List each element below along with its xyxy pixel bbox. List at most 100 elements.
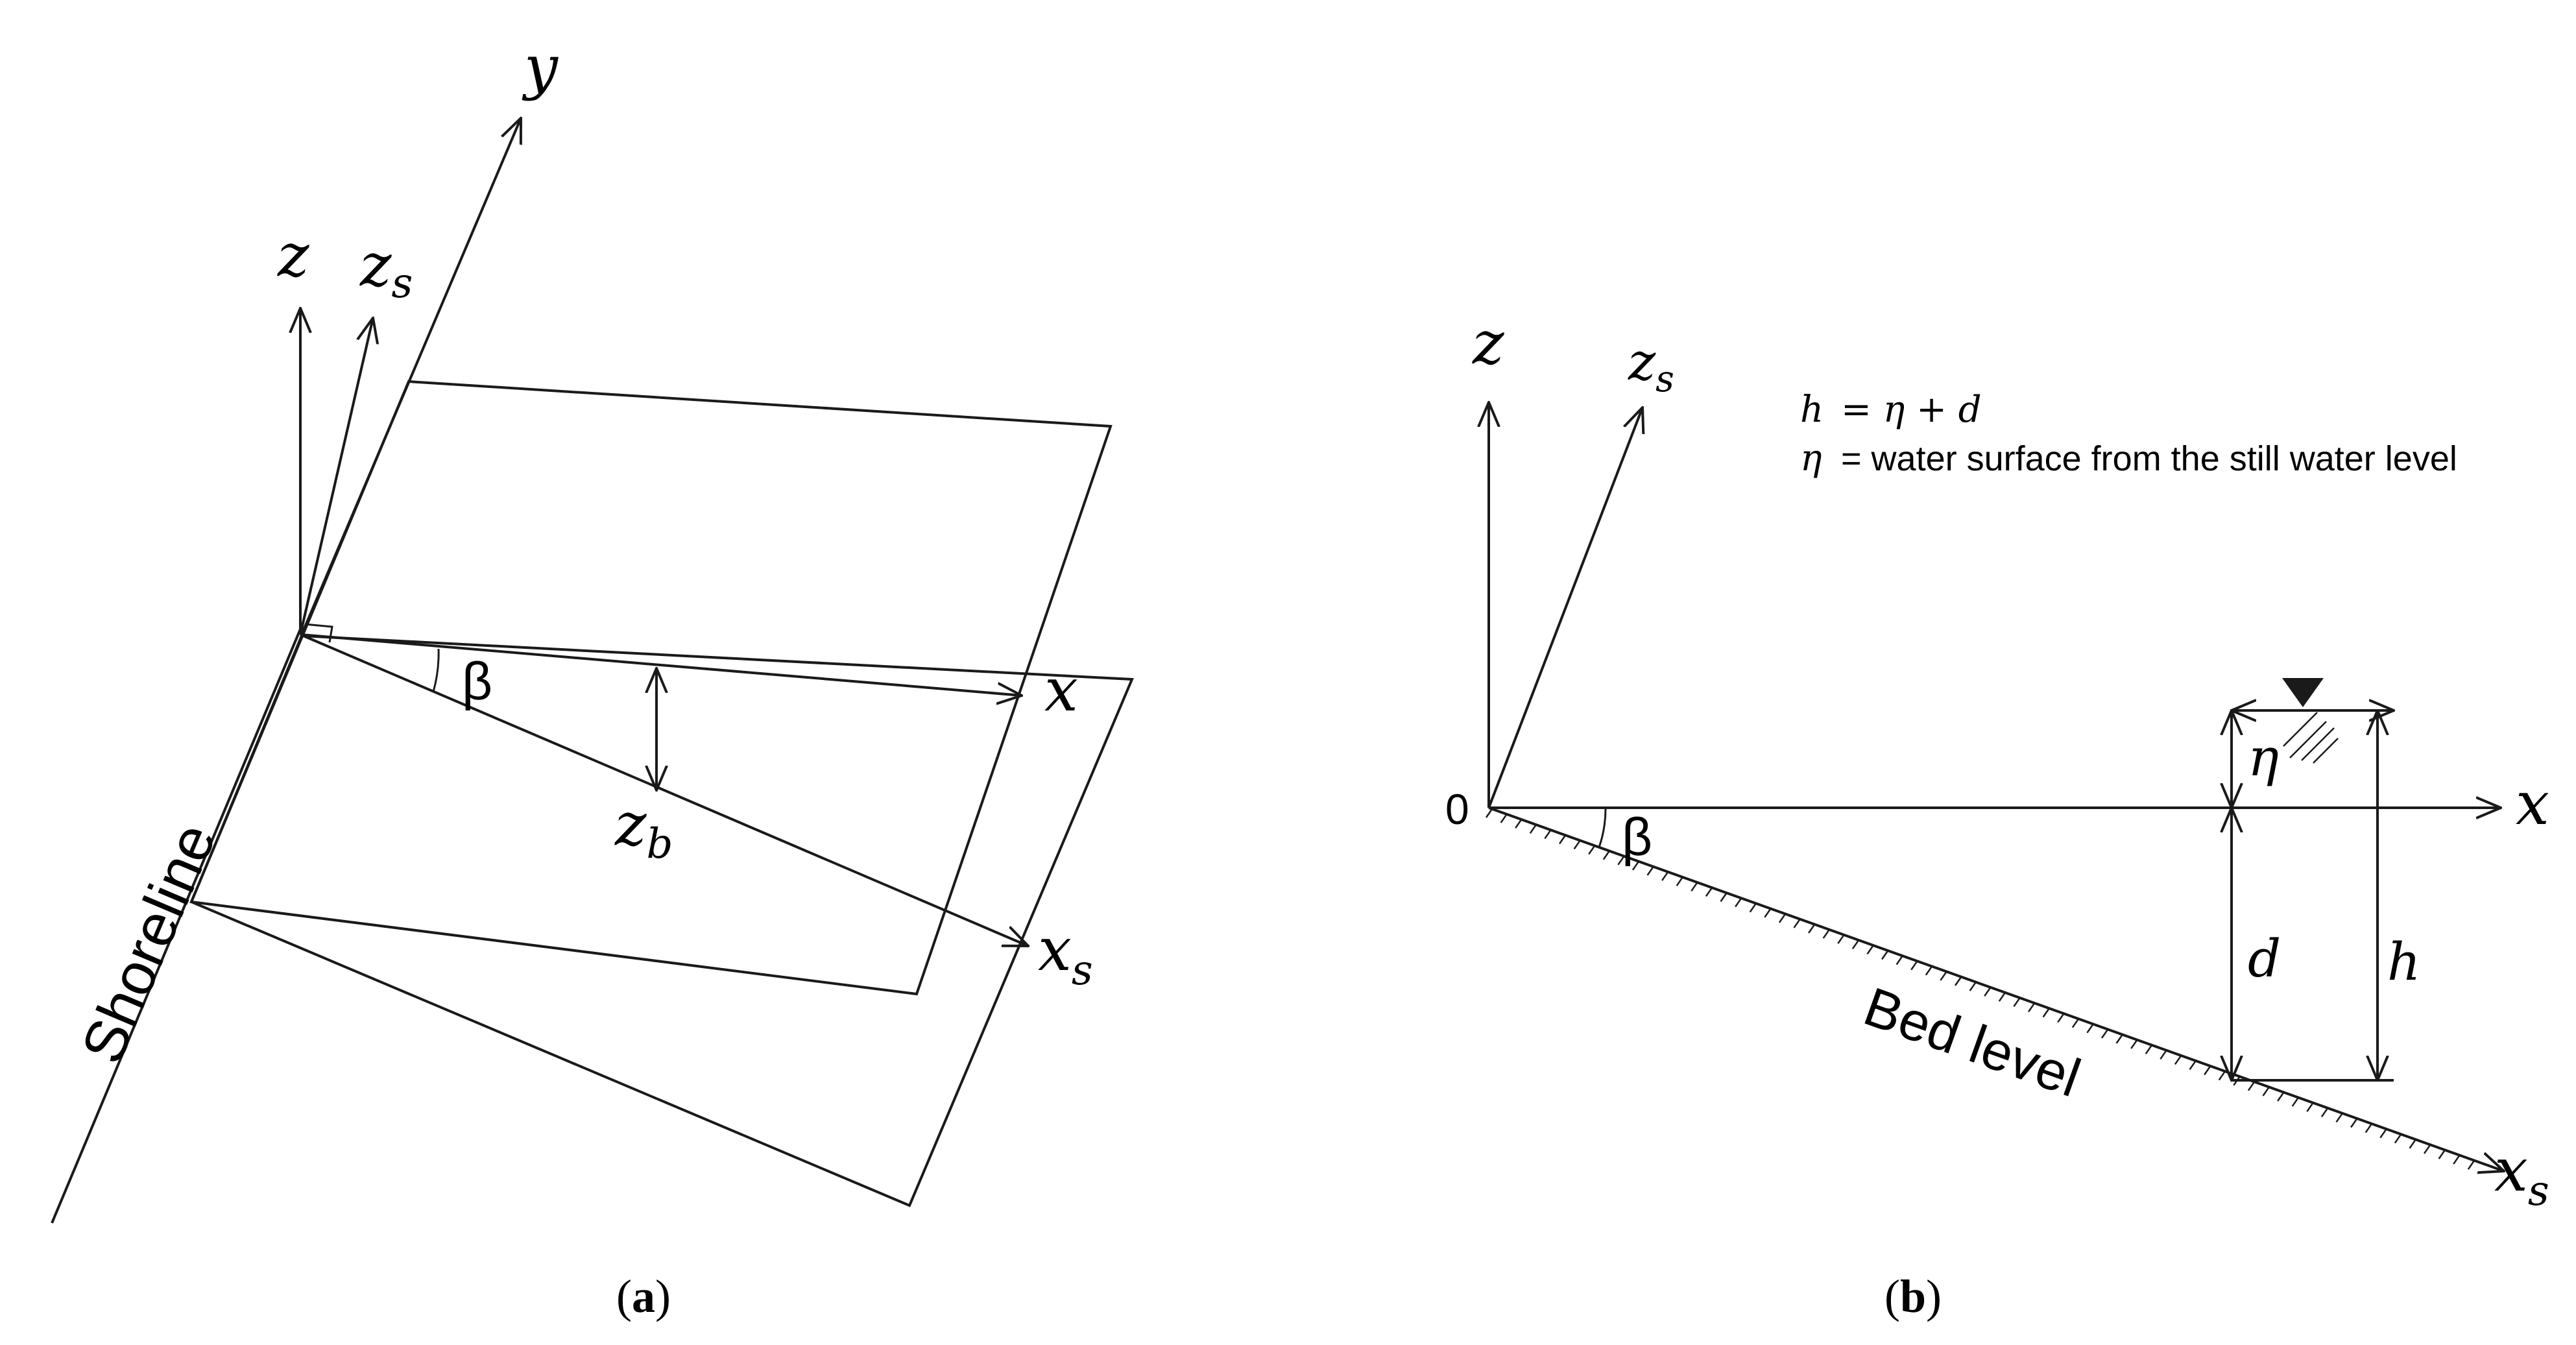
shoreline-line (51, 625, 303, 1224)
bed-hatch-tick (1837, 934, 1845, 944)
bed-hatch-tick (2291, 1097, 2299, 1107)
xs-axis (300, 633, 1028, 946)
bed-hatch-tick (2467, 1160, 2475, 1170)
lower-plane (189, 634, 1134, 1207)
bed-hatch-tick (1691, 882, 1698, 892)
bed-hatch-tick (1866, 945, 1874, 955)
bed-hatch-tick (1631, 861, 1639, 871)
b-label-eta: η (2248, 727, 2279, 788)
bed-hatch-tick (1617, 856, 1625, 866)
bed-hatch-tick (1822, 929, 1830, 939)
bed-hatch-tick (2189, 1060, 2197, 1071)
bed-hatch-tick (1515, 819, 1523, 829)
b-label-beta: β (1622, 808, 1652, 867)
water-level-triangle (2282, 678, 2324, 707)
bed-hatch-tick (1529, 824, 1537, 834)
bed-hatch-tick (2086, 1024, 2094, 1034)
bed-hatch-tick (1646, 866, 1654, 876)
b-label-h: h (2387, 932, 2421, 992)
bed-hatch-tick (1778, 914, 1786, 923)
label-y: y (522, 32, 559, 102)
bed-hatch-tick (2262, 1087, 2270, 1097)
bed-hatch-tick (2350, 1118, 2358, 1128)
bed-hatch-tick (1676, 877, 1683, 886)
bed-hatch-tick (2335, 1113, 2343, 1123)
bed-hatch-tick (2306, 1102, 2314, 1112)
bed-hatch-tick (2453, 1155, 2461, 1165)
bed-hatch-tick (2101, 1029, 2109, 1039)
bed-hatch-tick (2160, 1050, 2167, 1060)
bed-hatch-tick (2130, 1039, 2138, 1049)
bed-hatch-tick (2174, 1055, 2182, 1065)
bed-hatch-tick (1500, 814, 1508, 823)
bed-hatch-tick (2027, 1002, 2036, 1013)
bed-hatch-tick (1793, 919, 1801, 928)
bed-hatch-tick (2057, 1013, 2065, 1023)
bed-hatch-tick (1705, 887, 1713, 897)
bed-hatch-tick (2379, 1128, 2387, 1139)
bed-hatching (1485, 808, 2475, 1170)
bed-hatch-tick (2233, 1076, 2241, 1086)
panel-b-labels: z zs 0 x β xs Bed level η d h h = η + d … (1445, 308, 2549, 1322)
bed-hatch-tick (2438, 1150, 2446, 1159)
eq1-rhs: = η + d (1841, 389, 1982, 431)
upper-plane (189, 380, 1113, 996)
b-label-x: x (2516, 769, 2549, 838)
bed-hatch-tick (1558, 834, 1567, 845)
label-z: z (277, 221, 309, 290)
caption-b: (b) (1884, 1270, 1942, 1322)
panel-a-labels: y z zs x β zb xs Shoreline (a) (69, 32, 1093, 1322)
x-axis (300, 633, 1022, 696)
bed-hatch-tick (2218, 1071, 2226, 1081)
bed-hatch-tick (2115, 1034, 2123, 1044)
bed-hatch-tick (2013, 997, 2021, 1008)
b-zs-axis (1487, 407, 1643, 808)
bed-hatch-tick (2204, 1065, 2211, 1076)
label-xs: xs (1038, 915, 1093, 995)
label-beta: β (462, 652, 492, 711)
panel-b (1486, 402, 2504, 1171)
bed-hatch-tick (1485, 808, 1493, 818)
bed-hatch-tick (2042, 1008, 2050, 1018)
water-hatch (2283, 712, 2339, 764)
bed-hatch-tick (1588, 845, 1596, 855)
bed-hatch-tick (2365, 1123, 2372, 1133)
zs-axis (299, 318, 373, 635)
bed-hatch-tick (1735, 897, 1742, 908)
bed-hatch-tick (2409, 1139, 2416, 1149)
bed-hatch-tick (2247, 1082, 2255, 1091)
b-beta-arc (1598, 807, 1607, 848)
label-shoreline: Shoreline (69, 814, 229, 1072)
bed-hatch-tick (2277, 1092, 2285, 1102)
label-zb: zb (614, 790, 673, 868)
bed-hatch-tick (1749, 903, 1757, 913)
bed-hatch-tick (1851, 939, 1859, 950)
bed-hatch-tick (1910, 960, 1918, 971)
b-label-xs: xs (2494, 1135, 2549, 1215)
eq2-lhs: η (1800, 437, 1822, 479)
bed-hatch-tick (1544, 829, 1552, 840)
bed-hatch-tick (1969, 982, 1977, 991)
bed-hatch-tick (1661, 871, 1669, 881)
eq2-rhs: = water surface from the still water lev… (1841, 439, 2457, 478)
eq1-lhs: h (1800, 389, 1824, 431)
bed-hatch-tick (1984, 987, 1992, 997)
y-axis (300, 118, 521, 635)
bed-hatch-tick (1881, 950, 1889, 960)
bed-hatch-tick (1925, 966, 1932, 976)
bed-hatch-tick (1602, 850, 1610, 860)
bed-hatch-tick (1573, 840, 1581, 850)
beta-arc (432, 648, 440, 692)
b-label-origin: 0 (1445, 785, 1469, 833)
right-angle-mark (304, 623, 333, 643)
label-zs: zs (359, 230, 413, 308)
bed-hatch-tick (1940, 971, 1947, 981)
bed-hatch-tick (2320, 1108, 2328, 1118)
bed-hatch-tick (2423, 1145, 2431, 1154)
bed-hatch-tick (1896, 955, 1903, 965)
bed-hatch-tick (1998, 992, 2006, 1002)
bed-hatch-tick (2071, 1018, 2079, 1028)
bed-hatch-tick (2145, 1045, 2152, 1054)
bed-hatch-tick (1808, 924, 1816, 934)
